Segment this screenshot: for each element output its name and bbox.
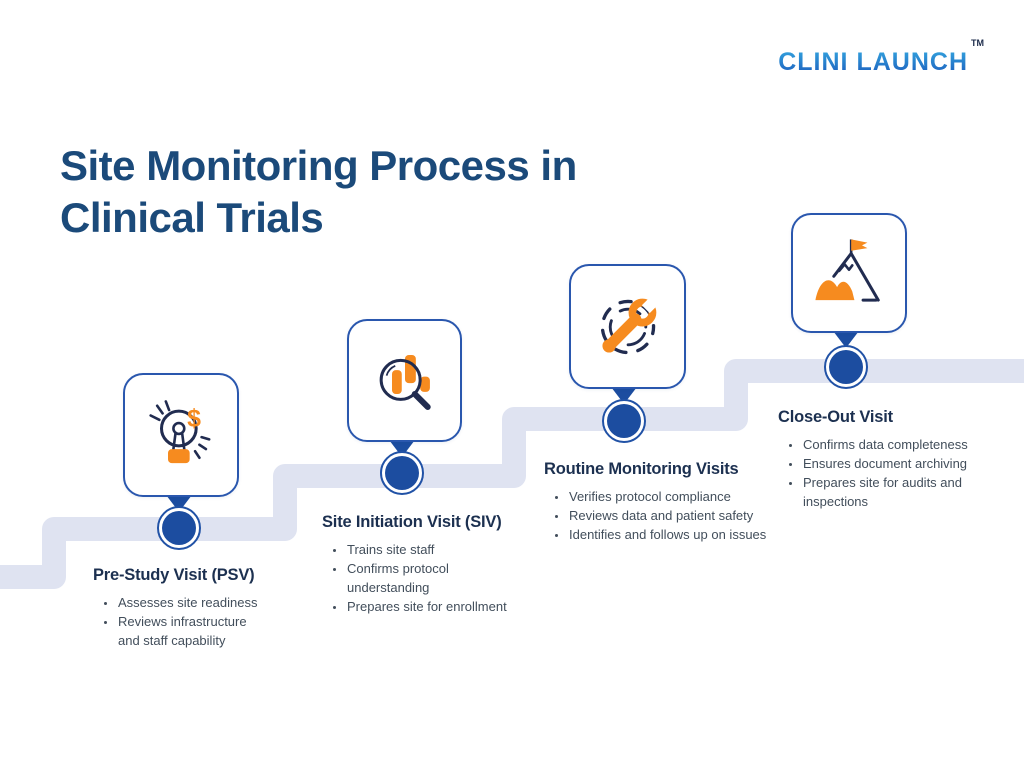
brand-logo: CLINI LAUNCH TM bbox=[778, 38, 984, 77]
lightbulb-dollar-icon: $ bbox=[149, 400, 211, 464]
bullet-item: Reviews data and patient safety bbox=[568, 506, 773, 525]
step-bullet-list: Assesses site readiness Reviews infrastr… bbox=[93, 593, 265, 650]
magnifier-chart-icon bbox=[379, 354, 431, 410]
bullet-item: Reviews infrastructure and staff capabil… bbox=[117, 612, 265, 650]
gear-wrench-icon bbox=[600, 290, 664, 354]
bullet-item: Trains site staff bbox=[346, 540, 528, 559]
trademark-symbol: TM bbox=[971, 38, 984, 48]
timeline-node-3 bbox=[602, 399, 646, 443]
step-title: Pre-Study Visit (PSV) bbox=[93, 566, 255, 584]
bullet-item: Confirms data completeness bbox=[802, 435, 980, 454]
bullet-item: Prepares site for audits and inspections bbox=[802, 473, 980, 511]
step-bullet-list: Trains site staff Confirms protocol unde… bbox=[322, 540, 528, 616]
step-card-pre-study: $ bbox=[123, 373, 239, 497]
step-block-routine-monitoring: Routine Monitoring Visits Verifies proto… bbox=[544, 460, 773, 544]
bullet-item: Prepares site for enrollment bbox=[346, 597, 528, 616]
step-block-site-initiation: Site Initiation Visit (SIV) Trains site … bbox=[322, 513, 528, 616]
step-title: Close-Out Visit bbox=[778, 408, 893, 426]
brand-logo-text: CLINI LAUNCH bbox=[778, 48, 968, 76]
bullet-item: Confirms protocol understanding bbox=[346, 559, 528, 597]
bullet-item: Ensures document archiving bbox=[802, 454, 980, 473]
bullet-item: Assesses site readiness bbox=[117, 593, 265, 612]
step-title: Site Initiation Visit (SIV) bbox=[322, 513, 502, 531]
step-bullet-list: Verifies protocol compliance Reviews dat… bbox=[544, 487, 773, 544]
step-card-site-initiation bbox=[347, 319, 462, 442]
bullet-item: Identifies and follows up on issues bbox=[568, 525, 773, 544]
timeline-nodes bbox=[157, 345, 868, 550]
step-bullet-list: Confirms data completeness Ensures docum… bbox=[778, 435, 980, 511]
step-block-pre-study: Pre-Study Visit (PSV) Assesses site read… bbox=[93, 566, 265, 650]
step-title: Routine Monitoring Visits bbox=[544, 460, 739, 478]
step-card-close-out bbox=[791, 213, 907, 333]
timeline-node-2 bbox=[380, 451, 424, 495]
timeline-node-1 bbox=[157, 506, 201, 550]
svg-text:$: $ bbox=[187, 404, 201, 432]
timeline-node-4 bbox=[824, 345, 868, 389]
step-card-routine-monitoring bbox=[569, 264, 686, 389]
step-block-close-out: Close-Out Visit Confirms data completene… bbox=[778, 408, 980, 511]
mountain-flag-icon bbox=[815, 239, 880, 302]
bullet-item: Verifies protocol compliance bbox=[568, 487, 773, 506]
page-title: Site Monitoring Process in Clinical Tria… bbox=[60, 142, 577, 242]
